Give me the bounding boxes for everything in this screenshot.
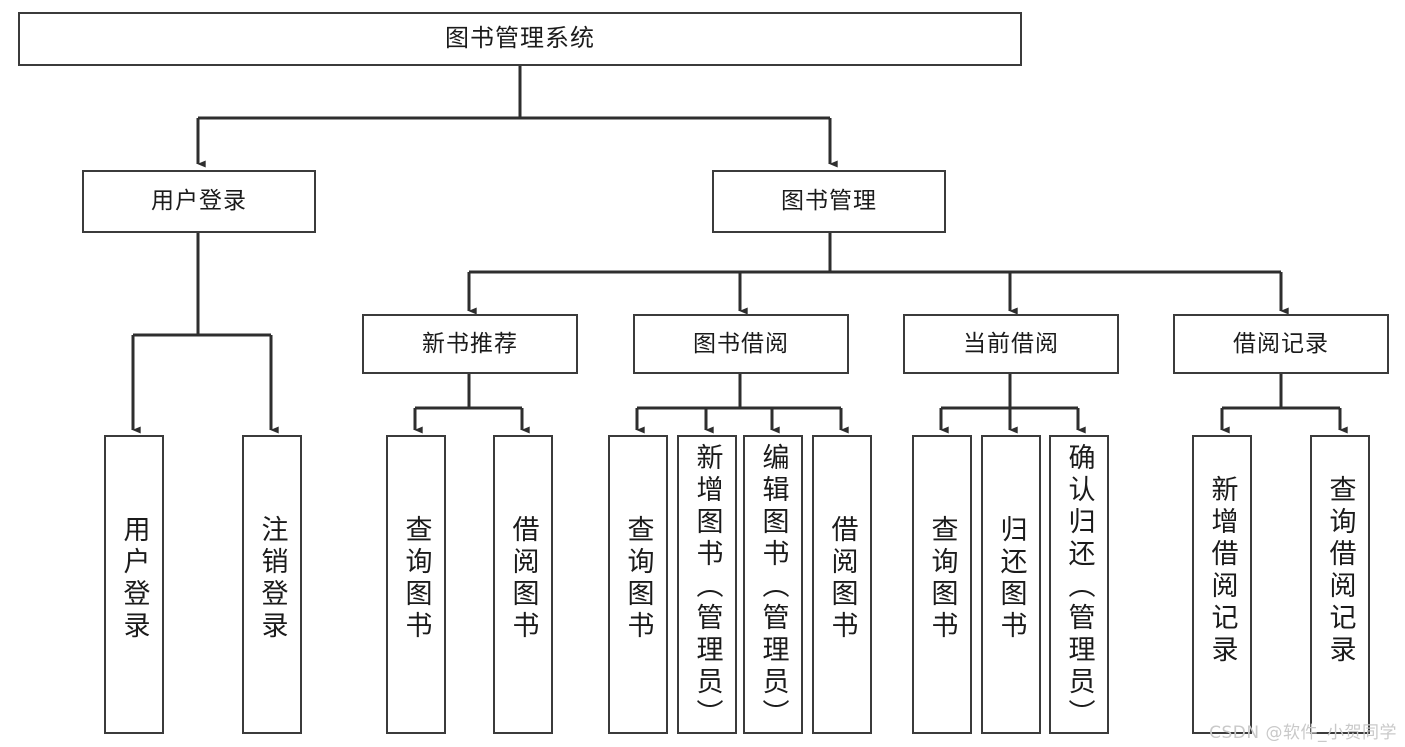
leaf-user-logout[interactable]: 注销登录 bbox=[242, 435, 302, 734]
leaf-query-book-2-label: 查询图书 bbox=[622, 515, 654, 643]
leaf-query-book-1-label: 查询图书 bbox=[400, 515, 432, 643]
leaf-add-book[interactable]: 新增图书（管理员） bbox=[677, 435, 737, 734]
leaf-edit-book[interactable]: 编辑图书（管理员） bbox=[743, 435, 803, 734]
leaf-add-book-label: 新增图书（管理员） bbox=[691, 443, 723, 731]
leaf-user-login-label: 用户登录 bbox=[118, 515, 150, 643]
node-borrow-record[interactable]: 借阅记录 bbox=[1173, 314, 1389, 374]
leaf-borrow-book-1[interactable]: 借阅图书 bbox=[493, 435, 553, 734]
leaf-borrow-book-2[interactable]: 借阅图书 bbox=[812, 435, 872, 734]
leaf-query-book-3-label: 查询图书 bbox=[926, 515, 958, 643]
leaf-borrow-book-2-label: 借阅图书 bbox=[826, 515, 858, 643]
node-root-label: 图书管理系统 bbox=[445, 24, 595, 53]
leaf-query-book-2[interactable]: 查询图书 bbox=[608, 435, 668, 734]
leaf-query-book-3[interactable]: 查询图书 bbox=[912, 435, 972, 734]
node-new-book-recommend-label: 新书推荐 bbox=[422, 330, 518, 357]
leaf-confirm-return-label: 确认归还（管理员） bbox=[1063, 443, 1095, 731]
leaf-borrow-book-1-label: 借阅图书 bbox=[507, 515, 539, 643]
leaf-confirm-return[interactable]: 确认归还（管理员） bbox=[1049, 435, 1109, 734]
node-book-borrow[interactable]: 图书借阅 bbox=[633, 314, 849, 374]
leaf-add-record[interactable]: 新增借阅记录 bbox=[1192, 435, 1252, 734]
leaf-query-record[interactable]: 查询借阅记录 bbox=[1310, 435, 1370, 734]
node-user-login-label: 用户登录 bbox=[151, 188, 247, 215]
node-book-manage[interactable]: 图书管理 bbox=[712, 170, 946, 233]
node-borrow-record-label: 借阅记录 bbox=[1233, 330, 1329, 357]
leaf-return-book[interactable]: 归还图书 bbox=[981, 435, 1041, 734]
node-book-borrow-label: 图书借阅 bbox=[693, 330, 789, 357]
leaf-query-record-label: 查询借阅记录 bbox=[1324, 475, 1356, 667]
node-book-manage-label: 图书管理 bbox=[781, 188, 877, 215]
leaf-user-login[interactable]: 用户登录 bbox=[104, 435, 164, 734]
leaf-user-logout-label: 注销登录 bbox=[256, 515, 288, 643]
leaf-add-record-label: 新增借阅记录 bbox=[1206, 475, 1238, 667]
node-user-login[interactable]: 用户登录 bbox=[82, 170, 316, 233]
node-root[interactable]: 图书管理系统 bbox=[18, 12, 1022, 66]
leaf-query-book-1[interactable]: 查询图书 bbox=[386, 435, 446, 734]
node-new-book-recommend[interactable]: 新书推荐 bbox=[362, 314, 578, 374]
node-current-borrow-label: 当前借阅 bbox=[963, 330, 1059, 357]
watermark: CSDN @软件_小贺同学 bbox=[1209, 723, 1397, 743]
node-current-borrow[interactable]: 当前借阅 bbox=[903, 314, 1119, 374]
leaf-edit-book-label: 编辑图书（管理员） bbox=[757, 443, 789, 731]
leaf-return-book-label: 归还图书 bbox=[995, 515, 1027, 643]
